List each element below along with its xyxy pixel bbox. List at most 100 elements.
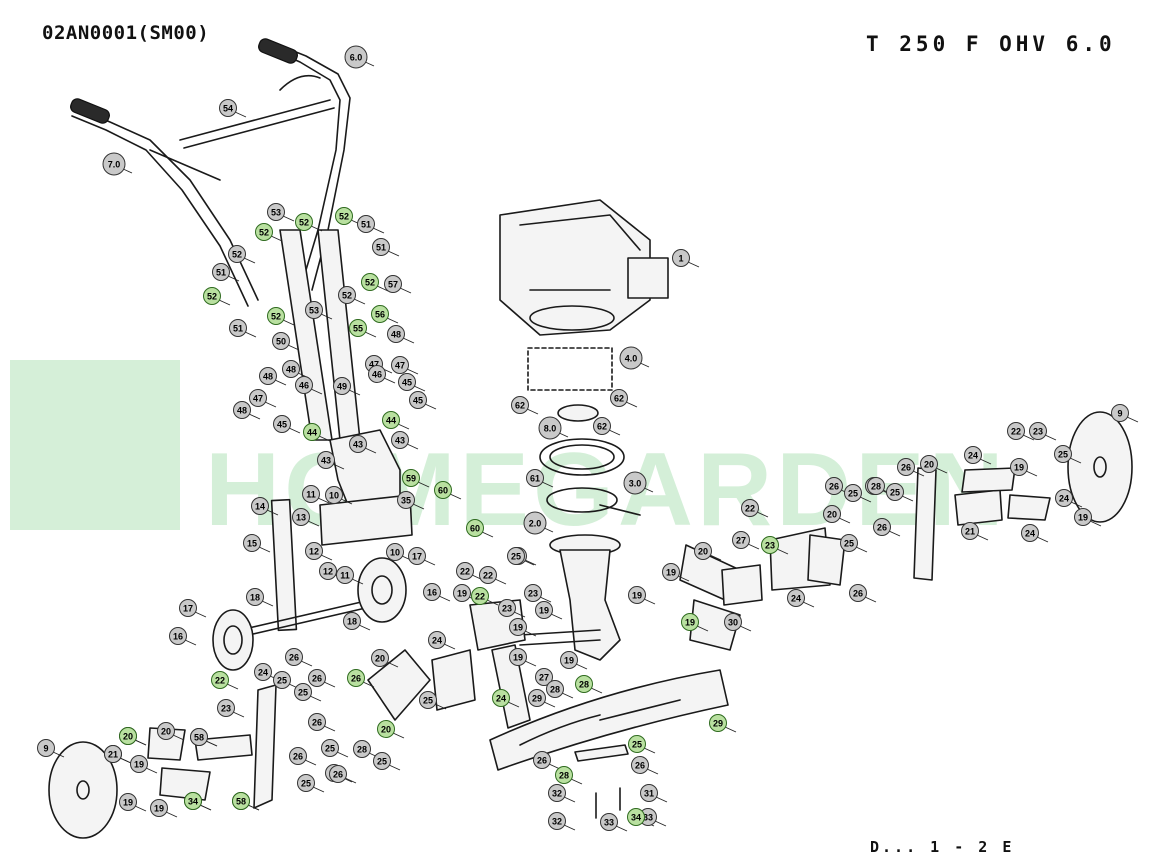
- callout-22: 22: [456, 562, 474, 580]
- leader-line: [145, 767, 158, 774]
- callout-label: 20: [161, 727, 171, 737]
- leader-line: [864, 596, 877, 603]
- callout-label: 62: [597, 422, 607, 432]
- callout-29: 29: [709, 714, 727, 732]
- leader-line: [288, 427, 301, 434]
- callout-19: 19: [681, 613, 699, 631]
- leader-line: [364, 447, 377, 454]
- callout-label: 22: [475, 592, 485, 602]
- right-tiller-tines: [769, 411, 1133, 591]
- callout-badge: [321, 739, 339, 757]
- engine-flange: [529, 305, 615, 331]
- leader-line: [332, 463, 345, 470]
- callout-label: 24: [968, 451, 978, 461]
- leader-line: [838, 517, 851, 524]
- callout-badge: [466, 519, 484, 537]
- callout-label: 43: [395, 436, 405, 446]
- callout-badge: [184, 792, 202, 810]
- callout-badge: [349, 319, 367, 337]
- leader-line: [417, 481, 430, 488]
- callout-46: 46: [368, 365, 386, 383]
- callout-19: 19: [1074, 508, 1092, 526]
- callout-9: 9: [37, 739, 55, 757]
- callout-label: 12: [323, 567, 333, 577]
- leader-line: [696, 625, 709, 632]
- callout-label: 58: [194, 733, 204, 743]
- callout-badge: [119, 793, 137, 811]
- callout-26: 26: [873, 518, 891, 536]
- callout-label: 18: [250, 593, 260, 603]
- gearbox-housing: [559, 549, 621, 661]
- callout-badge: [823, 505, 841, 523]
- callout-badge: [219, 99, 237, 117]
- callout-7-0: 7.0: [102, 152, 126, 176]
- leader-line: [320, 554, 333, 561]
- callout-badge: [371, 649, 389, 667]
- callout-21: 21: [961, 522, 979, 540]
- callout-18: 18: [246, 588, 264, 606]
- callout-22: 22: [471, 587, 489, 605]
- callout-61: 61: [526, 469, 544, 487]
- callout-25: 25: [628, 735, 646, 753]
- callout-26: 26: [347, 669, 365, 687]
- callout-20: 20: [377, 720, 395, 738]
- leader-line: [264, 401, 277, 408]
- leader-line: [234, 111, 247, 118]
- leader-line: [320, 313, 333, 320]
- leader-line: [912, 470, 925, 477]
- callout-label: 30: [728, 618, 738, 628]
- callout-label: 19: [539, 606, 549, 616]
- callout-25: 25: [1054, 445, 1072, 463]
- leader-line: [561, 692, 574, 699]
- callout-badge: [211, 671, 229, 689]
- callout-badge: [509, 618, 527, 636]
- callout-label: 62: [515, 401, 525, 411]
- callout-56: 56: [371, 305, 389, 323]
- watermark-logo: [10, 360, 180, 530]
- leader-line: [406, 443, 419, 450]
- leader-line: [654, 820, 667, 827]
- callout-label: 26: [829, 482, 839, 492]
- callout-badge: [169, 627, 187, 645]
- callout-50: 50: [272, 332, 290, 350]
- callout-badge: [709, 714, 727, 732]
- leader-line: [802, 601, 815, 608]
- callout-48: 48: [387, 325, 405, 343]
- callout-label: 19: [666, 568, 676, 578]
- right-hub-21: [954, 489, 1003, 526]
- leader-line: [282, 215, 295, 222]
- callout-23: 23: [217, 699, 235, 717]
- callout-label: 34: [188, 797, 198, 807]
- leader-line: [513, 611, 526, 618]
- right-wheel: [357, 557, 407, 623]
- left-handle-bar: [75, 107, 259, 301]
- leader-line: [244, 331, 257, 338]
- callout-20: 20: [371, 649, 389, 667]
- callout-badge: [273, 415, 291, 433]
- shield-bracket-31: [574, 744, 629, 762]
- callout-label: 61: [530, 474, 540, 484]
- leader-line: [550, 613, 563, 620]
- callout-35: 35: [397, 491, 415, 509]
- callout-badge: [329, 765, 347, 783]
- callout-22: 22: [211, 671, 229, 689]
- callout-label: 31: [644, 789, 654, 799]
- callout-label: 34: [631, 813, 641, 823]
- leader-line: [1044, 434, 1057, 441]
- callout-10: 10: [386, 543, 404, 561]
- callout-badge: [212, 263, 230, 281]
- callout-label: 24: [258, 668, 268, 678]
- leader-line: [119, 757, 132, 764]
- callout-label: 24: [1059, 494, 1069, 504]
- leader-line: [655, 796, 668, 803]
- leader-line: [1126, 416, 1139, 423]
- callout-10: 10: [325, 486, 343, 504]
- leader-line: [402, 337, 415, 344]
- leader-line: [270, 235, 283, 242]
- callout-badge: [179, 599, 197, 617]
- clutch-cup: [557, 404, 599, 422]
- callout-label: 23: [221, 704, 231, 714]
- callout-45: 45: [273, 415, 291, 433]
- leader-line: [855, 546, 868, 553]
- callout-badge: [610, 389, 628, 407]
